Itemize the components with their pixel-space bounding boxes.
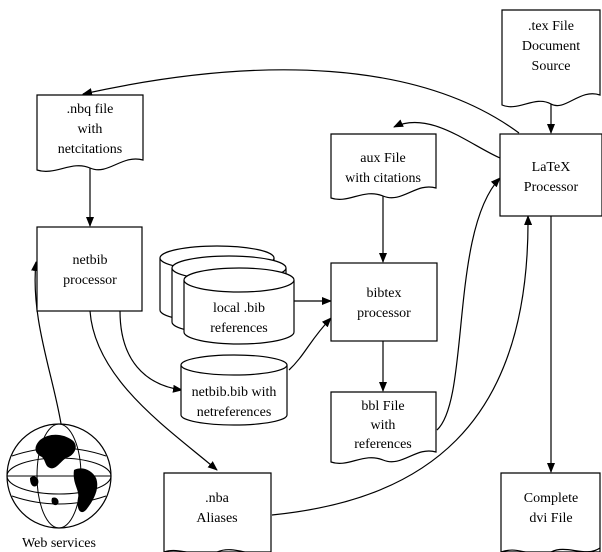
latex-line-1: LaTeX bbox=[532, 160, 571, 175]
node-bibtex-processor: bibtex processor bbox=[330, 262, 438, 342]
dvi-line-1: Complete bbox=[524, 491, 578, 506]
tex-source-line-1: .tex File bbox=[528, 19, 574, 34]
nbq-line-1: .nbq file bbox=[67, 102, 114, 117]
tex-source-line-3: Source bbox=[532, 59, 571, 74]
dvi-line-2: dvi File bbox=[529, 511, 572, 526]
web-services-label: Web services bbox=[22, 536, 96, 551]
edges bbox=[31, 69, 555, 516]
netbib-line-1: netbib bbox=[73, 253, 108, 268]
local-bib-line-2: references bbox=[210, 321, 268, 336]
edge-latex-to-aux bbox=[393, 119, 501, 159]
node-netbib-bib: netbib.bib with netreferences bbox=[180, 354, 288, 426]
bbl-line-2: with bbox=[371, 418, 396, 433]
nba-line-1: .nba bbox=[205, 491, 230, 506]
edge-netbibbib-to-bibtex bbox=[288, 317, 332, 371]
node-nbq-file: .nbq file with netcitations bbox=[36, 94, 144, 172]
edge-netbib-to-netbibbib bbox=[119, 310, 183, 393]
netbib-bib-line-2: netreferences bbox=[197, 405, 272, 420]
node-local-bib: local .bib references bbox=[159, 245, 295, 345]
bibtex-line-2: processor bbox=[357, 306, 411, 321]
bbl-line-1: bbl File bbox=[361, 399, 404, 414]
node-aux-file: aux File with citations bbox=[330, 133, 437, 200]
node-dvi: Complete dvi File bbox=[500, 472, 601, 552]
local-bib-line-1: local .bib bbox=[213, 301, 265, 316]
tex-source-line-2: Document bbox=[522, 39, 580, 54]
latex-line-2: Processor bbox=[524, 180, 579, 195]
edge-web-to-netbib bbox=[31, 261, 63, 431]
node-tex-source: .tex File Document Source bbox=[501, 9, 601, 108]
aux-line-1: aux File bbox=[360, 151, 406, 166]
nbq-line-2: with bbox=[78, 122, 103, 137]
aux-line-2: with citations bbox=[345, 171, 421, 186]
bibtex-line-1: bibtex bbox=[367, 286, 402, 301]
netbib-bib-line-1: netbib.bib with bbox=[192, 385, 277, 400]
edge-bbl-to-latex bbox=[436, 177, 501, 431]
edge-nba-to-latex bbox=[271, 215, 533, 516]
nbq-line-3: netcitations bbox=[58, 142, 123, 157]
edge-netbib-to-nba bbox=[89, 310, 218, 471]
node-web-services: Web services bbox=[6, 423, 112, 551]
nba-line-2: Aliases bbox=[196, 511, 237, 526]
node-netbib-processor: netbib processor bbox=[36, 226, 143, 312]
node-bbl-file: bbl File with references bbox=[330, 391, 437, 464]
node-nba: .nba Aliases bbox=[163, 472, 272, 552]
globe-icon bbox=[6, 423, 112, 529]
bbl-line-3: references bbox=[354, 437, 412, 452]
netbib-line-2: processor bbox=[63, 273, 117, 288]
node-latex-processor: LaTeX Processor bbox=[499, 133, 602, 217]
edge-latex-to-nbq bbox=[82, 69, 520, 134]
